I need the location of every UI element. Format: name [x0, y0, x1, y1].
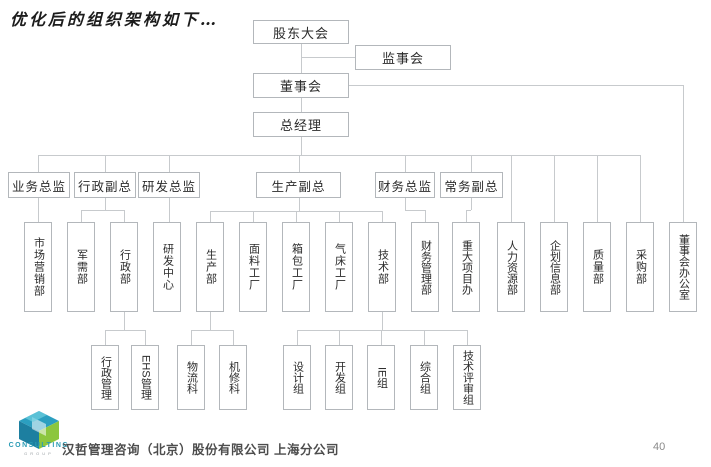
node-dept-board-office: 董事会办公室	[669, 222, 697, 312]
node-production-vp: 生产副总	[256, 172, 341, 198]
node-finance-director: 财务总监	[375, 172, 435, 198]
node-sec-development-group: 开发组	[325, 345, 353, 410]
connector-line	[339, 211, 340, 222]
node-dept-luggage-factory: 箱包工厂	[282, 222, 310, 312]
connector-line	[349, 85, 683, 86]
connector-line	[405, 155, 406, 172]
connector-line	[299, 198, 300, 211]
connector-line	[301, 98, 302, 112]
node-dept-finance-mgmt: 财务管理部	[411, 222, 439, 312]
node-dept-planning-info: 企划信息部	[540, 222, 568, 312]
connector-line	[467, 330, 468, 345]
connector-line	[640, 155, 641, 222]
connector-line	[210, 211, 211, 222]
node-dept-administration: 行政部	[110, 222, 138, 312]
connector-line	[382, 211, 383, 222]
connector-line	[210, 312, 211, 330]
connector-line	[124, 312, 125, 330]
node-dept-hr: 人力资源部	[497, 222, 525, 312]
connector-line	[466, 210, 467, 222]
connector-line	[471, 155, 472, 172]
page-number: 40	[653, 441, 666, 453]
logo-group-label: GROUP	[24, 451, 54, 456]
node-dept-purchasing: 采购部	[626, 222, 654, 312]
connector-line	[169, 155, 170, 172]
logo-consulting-label: CONSULTING	[8, 442, 70, 449]
connector-line	[381, 330, 382, 345]
connector-line	[405, 210, 425, 211]
connector-line	[169, 198, 170, 222]
slide-title: 优化后的组织架构如下…	[10, 10, 220, 29]
connector-line	[299, 155, 300, 172]
connector-line	[683, 85, 684, 222]
node-sec-ie-group: IE组	[367, 345, 395, 410]
connector-line	[339, 330, 340, 345]
node-sec-admin-mgmt: 行政管理	[91, 345, 119, 410]
node-sec-maintenance: 机修科	[219, 345, 247, 410]
connector-line	[253, 211, 254, 222]
connector-line	[296, 211, 297, 222]
node-executive-vp: 常务副总	[440, 172, 503, 198]
node-admin-vp: 行政副总	[74, 172, 136, 198]
connector-line	[511, 155, 512, 222]
connector-line	[191, 330, 233, 331]
node-supervisory-board: 监事会	[355, 45, 451, 70]
node-dept-fabric-factory: 面料工厂	[239, 222, 267, 312]
node-sec-ehs-mgmt: EHS管理	[131, 345, 159, 410]
connector-line	[301, 137, 302, 155]
node-rd-director: 研发总监	[138, 172, 200, 198]
node-business-director: 业务总监	[8, 172, 70, 198]
connector-line	[405, 198, 406, 210]
connector-line	[424, 330, 425, 345]
node-dept-marketing: 市场营销部	[24, 222, 52, 312]
node-sec-general-group: 综合组	[410, 345, 438, 410]
connector-line	[145, 330, 146, 345]
node-dept-major-projects: 重大项目办	[452, 222, 480, 312]
node-sec-design-group: 设计组	[283, 345, 311, 410]
node-dept-military-supplies: 军需部	[67, 222, 95, 312]
node-dept-production: 生产部	[196, 222, 224, 312]
connector-line	[597, 155, 598, 222]
connector-line	[105, 198, 106, 210]
connector-line	[81, 210, 82, 222]
connector-line	[38, 155, 39, 172]
node-dept-airbed-factory: 气床工厂	[325, 222, 353, 312]
connector-line	[233, 330, 234, 345]
connector-line	[382, 312, 383, 330]
connector-line	[38, 198, 39, 222]
connector-line	[210, 211, 382, 212]
connector-line	[301, 44, 302, 73]
node-sec-tech-review-group: 技术评审组	[453, 345, 481, 410]
connector-line	[297, 330, 467, 331]
connector-line	[105, 155, 106, 172]
node-dept-quality: 质量部	[583, 222, 611, 312]
connector-line	[105, 330, 145, 331]
node-sec-logistics: 物流科	[177, 345, 205, 410]
connector-line	[471, 198, 472, 210]
connector-line	[425, 210, 426, 222]
node-dept-technology: 技术部	[368, 222, 396, 312]
connector-line	[297, 330, 298, 345]
connector-line	[554, 155, 555, 222]
company-logo-icon	[19, 411, 59, 449]
footer-company-name: 汉哲管理咨询（北京）股份有限公司 上海分公司	[62, 443, 339, 457]
connector-line	[105, 330, 106, 345]
node-shareholders-meeting: 股东大会	[253, 20, 349, 44]
node-board-of-directors: 董事会	[253, 73, 349, 98]
connector-line	[38, 155, 640, 156]
node-general-manager: 总经理	[253, 112, 349, 137]
connector-line	[466, 210, 471, 211]
connector-line	[124, 210, 125, 222]
node-dept-rd-center: 研发中心	[153, 222, 181, 312]
connector-line	[81, 210, 124, 211]
connector-line	[301, 57, 355, 58]
connector-line	[191, 330, 192, 345]
